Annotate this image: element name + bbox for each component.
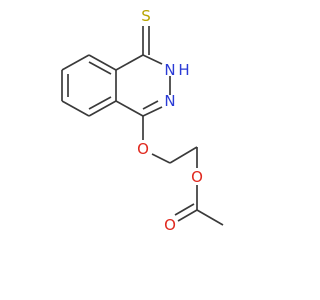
ring-nitrogen-atom-label: N xyxy=(164,92,175,110)
bond-co-a xyxy=(177,209,198,222)
bond-ring-c8a-c1 xyxy=(115,54,144,71)
ester-oxygen-atom-label: O xyxy=(191,168,203,186)
bond-benzene-4 xyxy=(88,100,117,117)
bond-benzene-6 xyxy=(88,54,117,71)
bond-o-ch2 xyxy=(151,153,171,164)
bond-benzene-6-inner xyxy=(88,61,112,75)
bond-n-c4-inner xyxy=(142,100,159,110)
carbonyl-oxygen-atom-label: O xyxy=(164,216,176,234)
bond-benzene-4-inner xyxy=(88,96,112,110)
nh-hydrogen-atom-label: H xyxy=(178,61,189,79)
sulfur-atom-label: S xyxy=(141,7,151,25)
bond-ch2-ch2 xyxy=(169,146,198,164)
molecule-structure-diagram: S N H N O O O xyxy=(61,7,224,234)
bond-carbonyl-methyl xyxy=(196,209,224,226)
bond-c4-c4a xyxy=(115,100,144,117)
bond-n-c4 xyxy=(142,106,163,117)
bond-c1-nh xyxy=(142,54,163,65)
bond-benzene-1 xyxy=(61,54,90,71)
bond-benzene-3 xyxy=(61,100,90,117)
bond-co-b xyxy=(174,203,195,216)
atom-labels: S N H N O O O xyxy=(137,7,203,234)
bonds xyxy=(61,26,224,226)
nh-nitrogen-atom-label: N xyxy=(164,61,175,79)
ether-oxygen-atom-label: O xyxy=(137,140,149,158)
